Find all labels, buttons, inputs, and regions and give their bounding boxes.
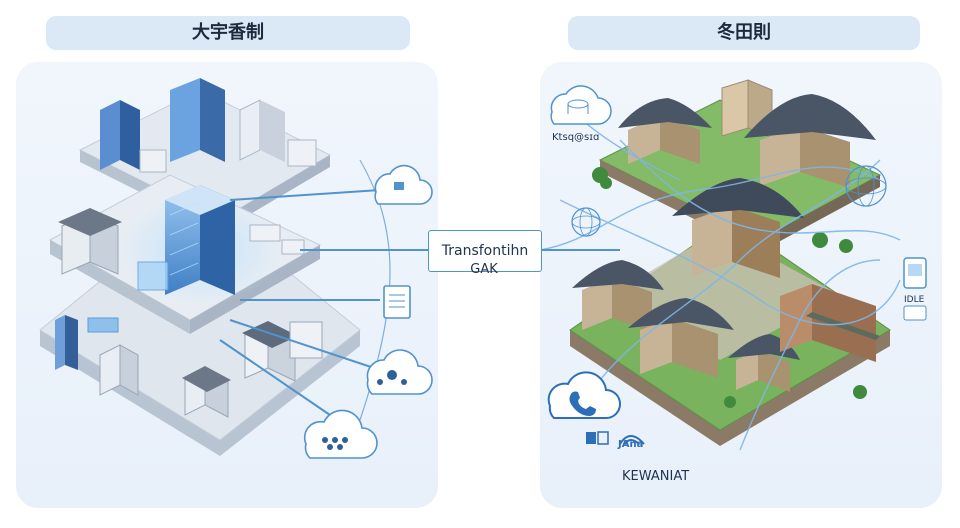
right-panel-title: 冬田則 (568, 16, 920, 50)
left-panel-title: 大宇香制 (46, 16, 410, 50)
right-mesh-sphere-icon (571, 207, 601, 237)
right-cloud-database-icon (550, 85, 612, 125)
right-connector-lines (539, 99, 901, 451)
right-brand-bottom: KEWANIAT (622, 469, 689, 484)
right-phone-cloud-icon (547, 371, 621, 419)
right-mesh-sphere-icon-2 (845, 165, 887, 207)
right-cloud-tag: Ktsq@sɪɑ (552, 132, 599, 143)
left-cloud-icon-top (374, 164, 433, 205)
left-cloud-icon-bottom (303, 409, 378, 459)
left-network-icon (366, 349, 433, 395)
right-modern-block (721, 79, 773, 139)
left-central-tower (120, 185, 280, 305)
left-document-icon (383, 285, 411, 319)
center-sublabel: GAK (470, 262, 498, 277)
right-device-tag: IDLE (904, 295, 925, 305)
left-back-buildings (100, 78, 317, 173)
right-device-panel-icon (903, 305, 927, 321)
right-brand-small: JAna (617, 439, 643, 450)
right-device-icon (903, 257, 927, 289)
center-transform-box: Transfontihn (428, 230, 542, 272)
left-mid-buildings (58, 208, 305, 275)
right-trees (592, 167, 867, 408)
right-brand-logo (586, 431, 645, 445)
